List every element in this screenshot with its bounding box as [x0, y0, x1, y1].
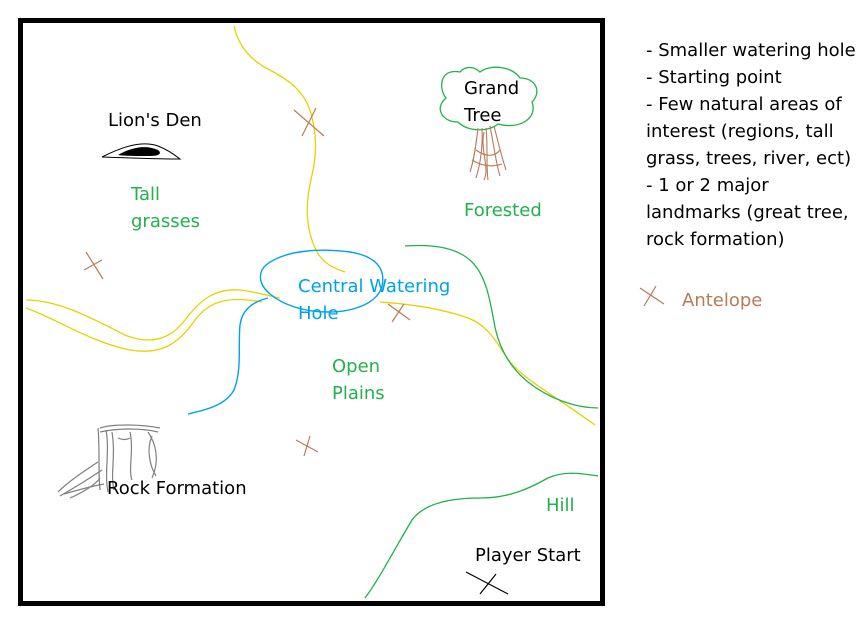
note-item: - Few natural areas of interest (regions…: [646, 94, 852, 169]
label-lions-den: Lion's Den: [108, 110, 202, 131]
note-item: - 1 or 2 major landmarks (great tree, ro…: [646, 175, 849, 250]
antelope-legend-icon: [639, 285, 665, 307]
rock-stroke: [69, 477, 101, 499]
west-east-path-lower: [25, 298, 263, 352]
note-item: - Smaller watering hole: [646, 40, 856, 61]
antelope-legend-label: Antelope: [682, 290, 763, 311]
label-open-plains: Open Plains: [332, 356, 385, 404]
player-start-marker: [465, 571, 509, 595]
tree-trunk-stroke: [475, 149, 501, 156]
tree-trunk-stroke: [493, 125, 507, 171]
antelope-marker: [387, 303, 411, 323]
label-hill: Hill: [546, 495, 575, 516]
rock-stroke: [147, 431, 157, 479]
rock-stroke: [99, 424, 161, 429]
north-path: [233, 25, 346, 273]
label-player-start: Player Start: [475, 545, 581, 566]
grand-tree-sketch: [439, 66, 538, 181]
rock-stroke: [99, 428, 159, 433]
label-forested: Forested: [464, 200, 542, 221]
rock-stroke: [105, 429, 109, 493]
rock-stroke: [117, 437, 131, 441]
tree-trunk-stroke: [482, 131, 487, 181]
label-rock-formation: Rock Formation: [107, 478, 247, 499]
tree-trunk-stroke: [469, 127, 479, 173]
rock-stroke: [63, 483, 105, 495]
lions-den-sketch: [101, 143, 182, 160]
antelope-marker: [293, 107, 325, 137]
antelope-marker: [295, 435, 319, 457]
ridge-contour: [404, 244, 599, 409]
label-grand-tree: Grand Tree: [464, 78, 520, 126]
river: [187, 297, 269, 415]
rock-stroke: [59, 469, 103, 497]
watering-hole: [259, 249, 384, 313]
design-notes-list: - Smaller watering hole - Starting point…: [646, 37, 866, 253]
east-path: [379, 301, 596, 426]
rock-stroke: [148, 435, 157, 477]
west-east-path-upper: [25, 289, 281, 341]
hill-contour: [364, 472, 599, 599]
rock-stroke: [129, 431, 133, 481]
rock-stroke: [111, 431, 115, 491]
rock-formation-sketch: [57, 424, 161, 499]
tree-trunk-stroke: [475, 127, 483, 179]
label-tall-grasses: Tall grasses: [131, 184, 201, 232]
note-item: - Starting point: [646, 67, 782, 88]
antelope-marker: [83, 251, 104, 280]
rock-stroke: [57, 461, 99, 493]
label-central-watering-hole: Central Watering Hole: [298, 276, 451, 324]
